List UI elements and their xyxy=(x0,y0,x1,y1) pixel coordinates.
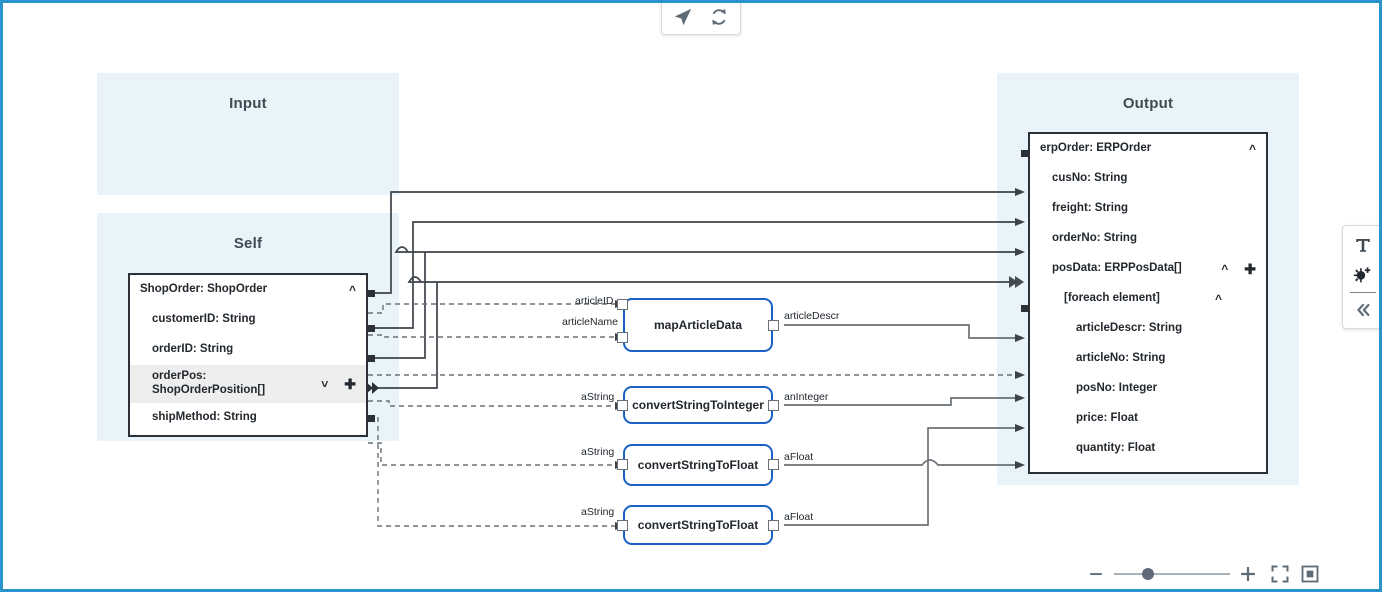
panel-output-title: Output xyxy=(1122,95,1174,112)
shoporder-header-row[interactable]: ShopOrder: ShopOrder ^ xyxy=(130,275,366,305)
node-erporder[interactable]: erpOrder: ERPOrder ^ cusNo: String freig… xyxy=(1028,132,1268,474)
port-label-astring-float1: aString xyxy=(581,446,615,458)
shoporder-row-orderid-label: orderID: String xyxy=(152,343,234,356)
port-maparticledata-in-articleid[interactable] xyxy=(617,299,628,310)
port-label-afloat-2: aFloat xyxy=(784,511,814,523)
erporder-row-posno[interactable]: posNo: Integer xyxy=(1030,374,1266,404)
port-shoporder-orderid[interactable] xyxy=(368,355,375,362)
top-toolbar[interactable] xyxy=(661,3,741,35)
port-label-afloat-1: aFloat xyxy=(784,451,814,463)
shoporder-row-orderid[interactable]: orderID: String xyxy=(130,335,366,365)
port-maparticledata-out-articledescr[interactable] xyxy=(768,320,779,331)
erporder-row-cusno[interactable]: cusNo: String xyxy=(1030,164,1266,194)
chevron-down-icon[interactable]: ˅ xyxy=(321,377,329,391)
port-erporder-foreach[interactable] xyxy=(1021,305,1028,312)
center-view-icon[interactable] xyxy=(1297,561,1323,587)
navigate-icon[interactable] xyxy=(672,6,694,28)
port-shoporder-orderpos[interactable] xyxy=(366,381,384,397)
zoom-out-button[interactable] xyxy=(1083,561,1109,587)
port-convertstringtofloat-2-in-astring[interactable] xyxy=(617,520,628,531)
shoporder-row-orderpos-type: ShopOrderPosition[] xyxy=(152,384,266,396)
port-convertstringtointeger-in-astring[interactable] xyxy=(617,400,628,411)
erporder-row-quantity-label: quantity: Float xyxy=(1076,442,1156,455)
node-shoporder[interactable]: ShopOrder: ShopOrder ^ customerID: Strin… xyxy=(128,273,368,437)
erporder-row-freight-label: freight: String xyxy=(1052,202,1129,215)
shoporder-row-orderpos[interactable]: orderPos: ShopOrderPosition[] ˅ ✚ xyxy=(130,365,366,403)
toolbar-divider xyxy=(1349,292,1376,293)
port-label-astring-float2: aString xyxy=(581,506,615,518)
port-erporder-header[interactable] xyxy=(1021,150,1028,157)
erporder-row-cusno-label: cusNo: String xyxy=(1052,172,1128,185)
chevron-up-icon[interactable]: ^ xyxy=(1221,262,1229,276)
port-convertstringtofloat-2-out-afloat[interactable] xyxy=(768,520,779,531)
node-convertstringtointeger-title: convertStringToInteger xyxy=(632,398,764,412)
fit-screen-icon[interactable] xyxy=(1267,561,1293,587)
zoom-slider[interactable] xyxy=(1114,568,1230,580)
shoporder-row-customerid-label: customerID: String xyxy=(152,313,256,326)
port-convertstringtofloat-1-in-astring[interactable] xyxy=(617,459,628,470)
plus-icon[interactable]: ✚ xyxy=(344,376,356,392)
chevron-up-icon[interactable]: ^ xyxy=(348,283,356,297)
port-label-articledescr: articleDescr xyxy=(784,310,840,322)
node-convertstringtofloat-2[interactable]: convertStringToFloat xyxy=(623,505,773,545)
erporder-header-row[interactable]: erpOrder: ERPOrder ^ xyxy=(1030,134,1266,164)
port-shoporder-customerid[interactable] xyxy=(368,325,375,332)
node-maparticledata[interactable]: mapArticleData xyxy=(623,298,773,352)
shoporder-row-orderpos-label: orderPos: xyxy=(152,370,207,383)
port-maparticledata-in-articlename[interactable] xyxy=(617,332,628,343)
port-label-astring-int: aString xyxy=(581,391,615,403)
node-convertstringtointeger[interactable]: convertStringToInteger xyxy=(623,386,773,424)
chevron-up-icon[interactable]: ^ xyxy=(1214,292,1222,306)
chevron-up-icon[interactable]: ^ xyxy=(1248,142,1256,156)
zoom-slider-handle[interactable] xyxy=(1142,568,1154,580)
plus-icon[interactable]: ✚ xyxy=(1244,261,1256,277)
node-convertstringtofloat-2-title: convertStringToFloat xyxy=(637,518,759,532)
erporder-row-price[interactable]: price: Float xyxy=(1030,404,1266,434)
port-label-articleid: articleID xyxy=(575,295,614,307)
text-icon[interactable] xyxy=(1348,232,1378,258)
erporder-row-posno-label: posNo: Integer xyxy=(1076,382,1158,395)
port-shoporder-header[interactable] xyxy=(368,290,375,297)
erporder-row-posdata[interactable]: posData: ERPPosData[] ^ ✚ xyxy=(1030,254,1266,284)
port-label-aninteger: anInteger xyxy=(784,391,829,403)
node-convertstringtofloat-1[interactable]: convertStringToFloat xyxy=(623,444,773,486)
refresh-icon[interactable] xyxy=(708,6,730,28)
port-convertstringtointeger-out-aninteger[interactable] xyxy=(768,400,779,411)
collapse-icon[interactable] xyxy=(1348,297,1378,323)
node-convertstringtofloat-1-title: convertStringToFloat xyxy=(637,458,759,472)
add-node-icon[interactable] xyxy=(1348,261,1378,287)
zoom-in-button[interactable] xyxy=(1235,561,1261,587)
port-shoporder-shipmethod[interactable] xyxy=(368,415,375,422)
panel-input-title: Input xyxy=(229,95,267,112)
shoporder-row-shipmethod-label: shipMethod: String xyxy=(152,411,257,424)
port-convertstringtofloat-1-out-afloat[interactable] xyxy=(768,459,779,470)
port-label-articlename: articleName xyxy=(562,316,619,328)
erporder-row-price-label: price: Float xyxy=(1076,412,1138,425)
erporder-row-articleno-label: articleNo: String xyxy=(1076,352,1166,365)
node-maparticledata-title: mapArticleData xyxy=(653,318,743,332)
panel-self-title: Self xyxy=(233,235,263,252)
erporder-row-articleno[interactable]: articleNo: String xyxy=(1030,344,1266,374)
shoporder-row-shipmethod[interactable]: shipMethod: String xyxy=(130,403,366,433)
erporder-row-orderno[interactable]: orderNo: String xyxy=(1030,224,1266,254)
shoporder-header-label: ShopOrder: ShopOrder xyxy=(140,283,268,296)
right-toolbar[interactable] xyxy=(1342,225,1379,329)
erporder-row-foreach-label: [foreach element] xyxy=(1064,292,1160,305)
erporder-row-foreach[interactable]: [foreach element] ^ xyxy=(1030,284,1266,314)
erporder-row-articledescr-label: articleDescr: String xyxy=(1076,322,1183,335)
erporder-row-quantity[interactable]: quantity: Float xyxy=(1030,434,1266,464)
shoporder-row-customerid[interactable]: customerID: String xyxy=(130,305,366,335)
erporder-row-articledescr[interactable]: articleDescr: String xyxy=(1030,314,1266,344)
connection-wires xyxy=(368,188,1025,530)
erporder-header-label: erpOrder: ERPOrder xyxy=(1040,142,1152,155)
erporder-row-orderno-label: orderNo: String xyxy=(1052,232,1137,245)
zoom-toolbar[interactable] xyxy=(1083,561,1323,587)
panel-input: Input xyxy=(97,73,399,195)
erporder-row-posdata-label: posData: ERPPosData[] xyxy=(1052,262,1182,275)
erporder-row-freight[interactable]: freight: String xyxy=(1030,194,1266,224)
